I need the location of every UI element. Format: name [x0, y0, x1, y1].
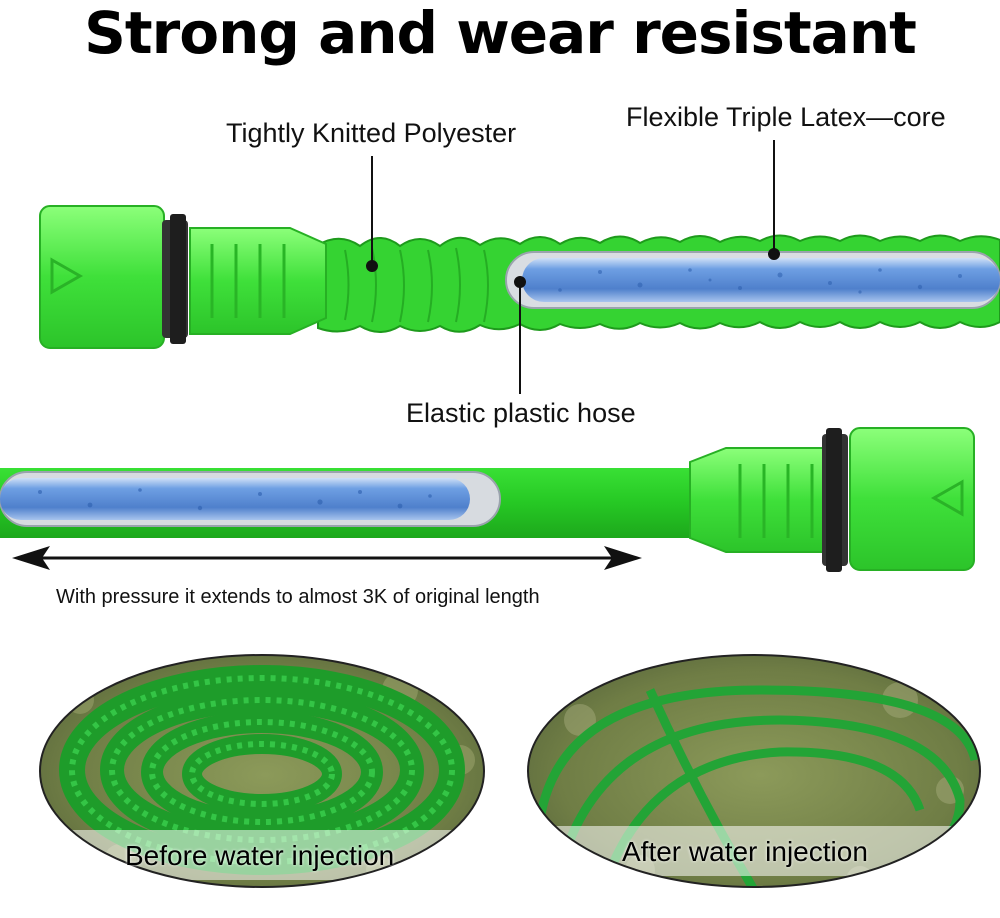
callout-polyester: Tightly Knitted Polyester [226, 118, 517, 148]
callout-lines [366, 140, 780, 394]
callout-latex-core: Flexible Triple Latex—core [626, 102, 946, 132]
extension-note: With pressure it extends to almost 3K of… [56, 586, 540, 608]
double-arrow-icon [12, 546, 642, 570]
before-caption: Before water injection [125, 840, 395, 871]
after-caption: After water injection [622, 836, 868, 867]
left-connector-body [39, 205, 165, 349]
before-photo [40, 655, 484, 887]
bottom-hose [0, 427, 975, 572]
top-hose [39, 205, 1000, 349]
triangle-marker-icon [50, 257, 84, 295]
right-connector-body [849, 427, 975, 571]
left-connector-collar [189, 227, 327, 335]
page-title: Strong and wear resistant [84, 0, 917, 67]
right-connector-collar [689, 447, 825, 553]
callout-elastic-hose: Elastic plastic hose [406, 398, 636, 428]
